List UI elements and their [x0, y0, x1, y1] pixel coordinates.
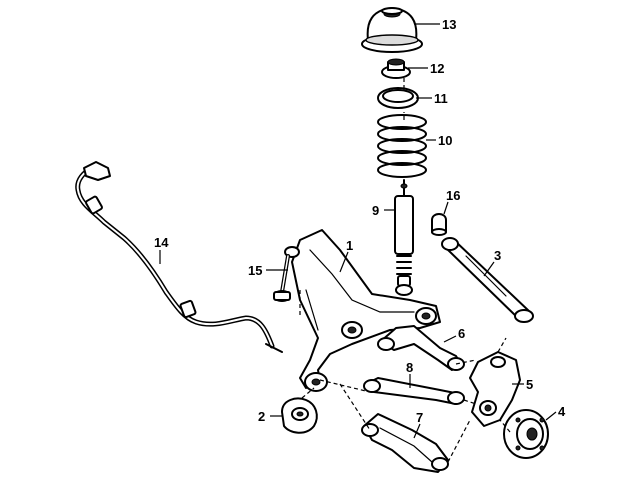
part-1-crossmember — [291, 229, 441, 392]
callout-3: 3 — [494, 248, 501, 263]
callout-11: 11 — [434, 91, 448, 106]
part-7-lower-control-arm — [361, 413, 449, 473]
callout-10: 10 — [438, 133, 452, 148]
callout-14: 14 — [154, 235, 169, 250]
callout-1: 1 — [346, 238, 353, 253]
callout-8: 8 — [406, 360, 413, 375]
leader-lines — [159, 23, 557, 439]
part-10-coil-spring — [377, 114, 427, 178]
part-16-bump-stop — [431, 213, 447, 236]
part-4-hub-bearing — [503, 409, 549, 459]
callout-2: 2 — [258, 409, 265, 424]
callouts: 13 12 11 10 9 16 3 1 15 14 6 8 5 4 7 2 — [154, 17, 566, 425]
part-12-bearing-plate — [381, 58, 411, 79]
part-8-lateral-link — [363, 377, 465, 405]
callout-5: 5 — [526, 377, 533, 392]
part-3-trailing-arm — [441, 237, 534, 323]
assembly-lines — [299, 78, 511, 463]
callout-16: 16 — [446, 188, 460, 203]
part-13-strut-mount — [361, 7, 423, 53]
part-2-mount — [281, 387, 318, 434]
part-11-spring-insulator — [377, 87, 419, 109]
part-14-stabilizer-bar — [75, 161, 283, 353]
callout-15: 15 — [248, 263, 262, 278]
callout-6: 6 — [458, 326, 465, 341]
callout-4: 4 — [558, 404, 566, 419]
part-15-stabilizer-link — [273, 246, 300, 302]
callout-9: 9 — [372, 203, 379, 218]
callout-13: 13 — [442, 17, 456, 32]
part-9-shock-absorber — [394, 179, 414, 296]
callout-7: 7 — [416, 410, 423, 425]
part-6-upper-control-arm — [377, 325, 465, 371]
callout-12: 12 — [430, 61, 444, 76]
